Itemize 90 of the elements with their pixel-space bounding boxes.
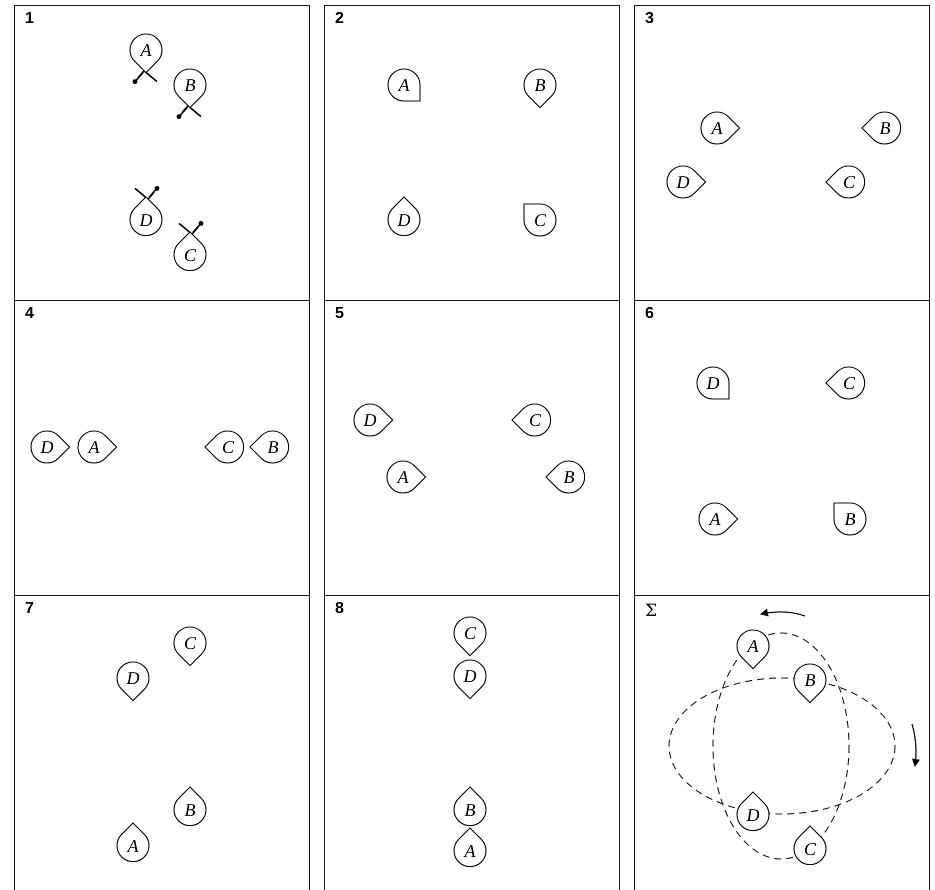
teardrop-marker <box>453 786 487 827</box>
panel <box>324 300 620 596</box>
marker-letter: C <box>804 840 816 858</box>
teardrop-marker <box>116 661 150 702</box>
teardrop-marker <box>696 366 730 400</box>
marker-letter: D <box>464 667 476 685</box>
teardrop-marker <box>793 825 827 866</box>
marker-letter: A <box>748 637 758 655</box>
panel <box>634 300 930 596</box>
marker-letter: D <box>706 374 720 392</box>
marker-letter: B <box>563 468 574 486</box>
marker-letter: A <box>710 510 720 528</box>
panel <box>324 5 620 301</box>
marker-letter: B <box>844 510 856 528</box>
panel-number: Σ <box>645 601 658 621</box>
teardrop-marker <box>387 68 421 102</box>
marker-letter: C <box>534 211 546 229</box>
marker-letter: A <box>140 41 152 59</box>
teardrop-marker <box>353 403 394 437</box>
marker-letter: C <box>842 374 855 392</box>
teardrop-marker <box>736 629 770 670</box>
teardrop-marker <box>173 786 207 827</box>
marker-letter: D <box>364 411 376 429</box>
teardrop-marker <box>736 791 770 832</box>
marker-letter: C <box>222 438 234 456</box>
teardrop-marker <box>453 827 487 868</box>
teardrop-marker <box>523 203 557 237</box>
teardrop-marker <box>833 502 867 536</box>
panel <box>634 595 930 890</box>
teardrop-marker <box>129 33 163 74</box>
marker-letter: B <box>804 671 816 689</box>
marker-letter: A <box>128 836 138 855</box>
marker-letter: C <box>464 624 476 642</box>
marker-letter: B <box>267 438 278 456</box>
teardrop-marker <box>698 502 739 536</box>
teardrop-marker <box>861 111 902 145</box>
marker-letter: C <box>528 411 541 429</box>
marker-letter: C <box>184 634 196 652</box>
panel-number: 3 <box>645 11 654 27</box>
marker-letter: C <box>184 246 196 264</box>
teardrop-marker <box>453 616 487 657</box>
teardrop-marker <box>173 626 207 667</box>
teardrop-marker <box>173 231 207 272</box>
marker-letter: D <box>676 173 690 191</box>
marker-letter: A <box>88 438 100 456</box>
panel <box>324 595 620 890</box>
teardrop-marker <box>666 165 707 199</box>
teardrop-marker <box>511 403 552 437</box>
panel <box>14 300 310 596</box>
teardrop-marker <box>825 165 866 199</box>
panel <box>14 5 310 301</box>
marker-letter: B <box>879 119 890 137</box>
teardrop-marker <box>523 68 557 109</box>
marker-letter: D <box>40 438 54 456</box>
marker-letter: B <box>464 800 476 819</box>
panel-number: 5 <box>335 306 344 322</box>
teardrop-marker <box>825 366 866 400</box>
marker-letter: B <box>184 76 196 94</box>
panel <box>14 595 310 890</box>
teardrop-marker <box>249 430 290 464</box>
marker-letter: D <box>398 210 410 229</box>
marker-letter: C <box>842 173 855 191</box>
teardrop-marker <box>386 460 427 494</box>
marker-letter: A <box>464 842 476 860</box>
panel-number: 8 <box>335 601 344 617</box>
teardrop-marker <box>387 196 421 237</box>
marker-letter: D <box>140 210 152 229</box>
teardrop-marker <box>30 430 71 464</box>
marker-letter: A <box>398 76 410 94</box>
panel-number: 2 <box>335 11 344 27</box>
teardrop-marker <box>129 196 163 237</box>
teardrop-marker <box>453 659 487 700</box>
teardrop-marker <box>116 822 150 863</box>
marker-letter: B <box>184 800 196 819</box>
teardrop-marker <box>77 430 118 464</box>
panel-number: 4 <box>25 306 34 322</box>
teardrop-marker <box>204 430 245 464</box>
teardrop-marker <box>173 68 207 109</box>
teardrop-marker <box>700 111 741 145</box>
marker-letter: A <box>712 119 722 137</box>
teardrop-marker <box>545 460 586 494</box>
panel <box>634 5 930 301</box>
marker-letter: B <box>534 76 546 94</box>
marker-letter: D <box>746 806 760 824</box>
panel-number: 6 <box>645 306 654 322</box>
teardrop-marker <box>793 663 827 704</box>
panel-number: 1 <box>25 11 34 27</box>
marker-letter: A <box>398 468 408 486</box>
panel-number: 7 <box>25 601 34 617</box>
marker-letter: D <box>126 669 140 687</box>
